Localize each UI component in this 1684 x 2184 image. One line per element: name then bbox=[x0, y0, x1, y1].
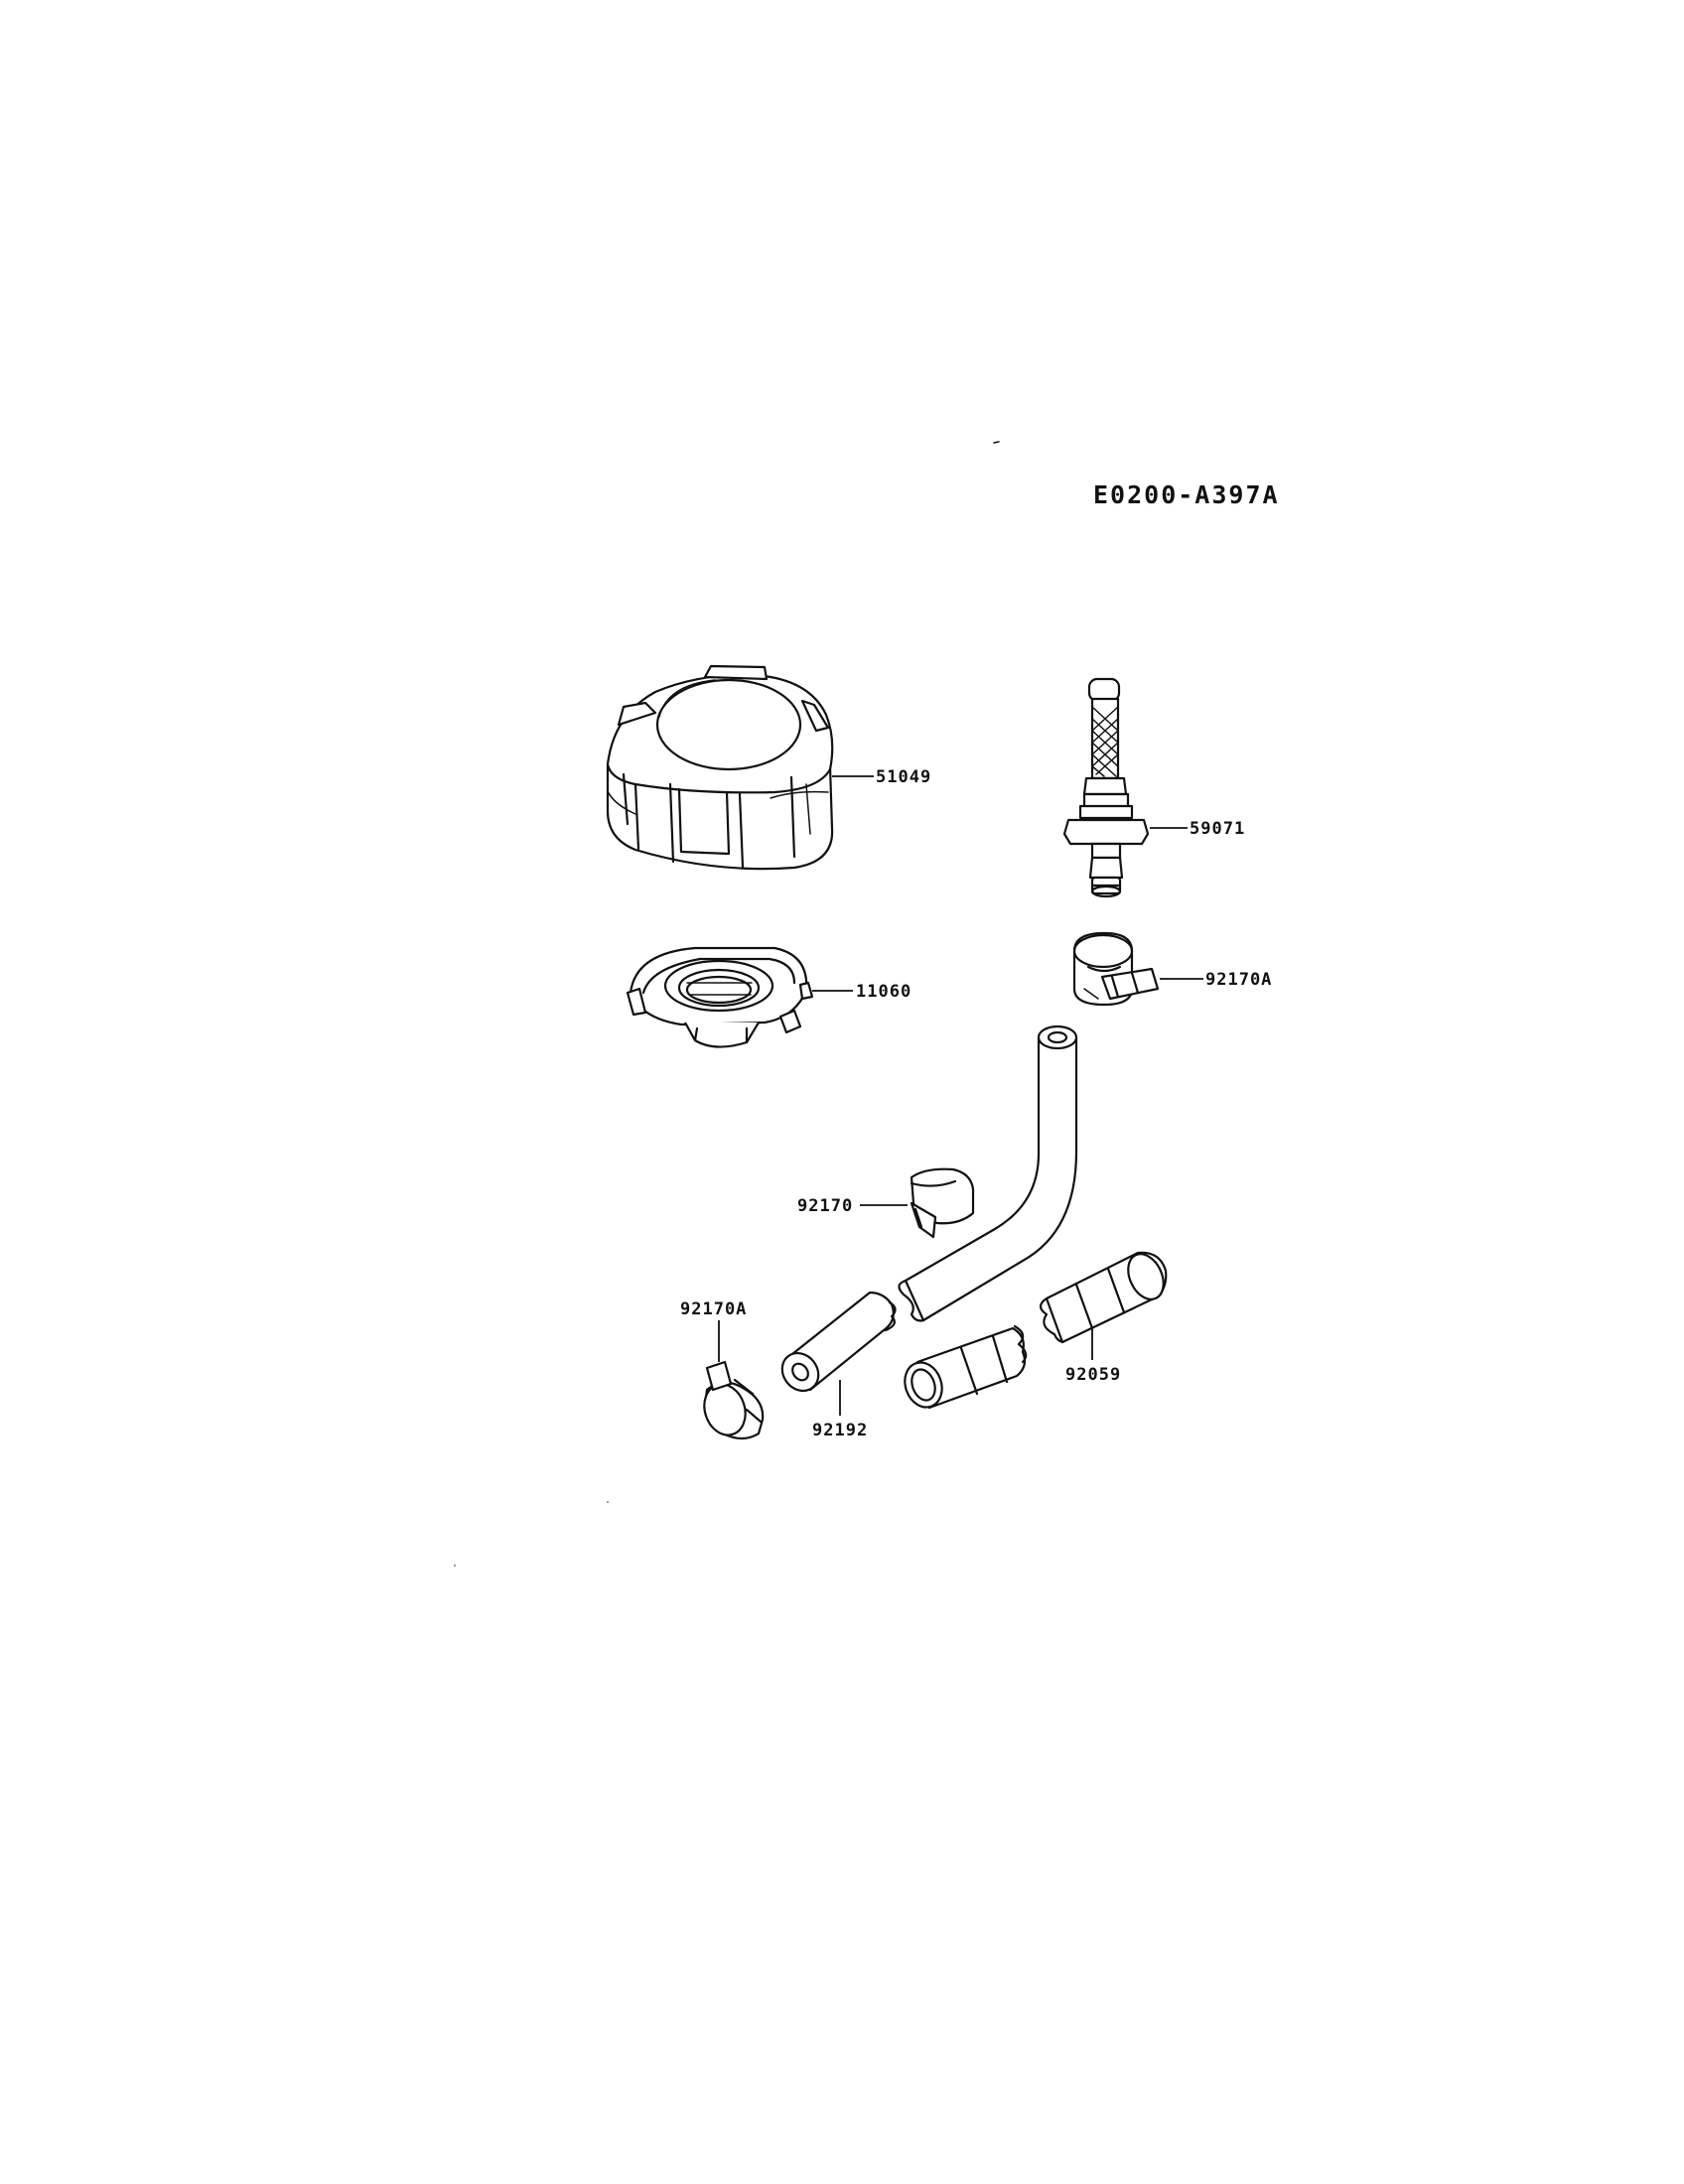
callout-92170: 92170 bbox=[797, 1196, 853, 1216]
fuel-hose-upper-part[interactable] bbox=[898, 1024, 1078, 1322]
tank-neck-gasket-part[interactable] bbox=[626, 946, 814, 1048]
clip-part[interactable] bbox=[910, 1167, 975, 1239]
callout-59071: 59071 bbox=[1190, 819, 1245, 839]
diagram-code: E0200-A397A bbox=[1093, 480, 1280, 509]
callout-51049: 51049 bbox=[876, 767, 931, 787]
sleeve-tube-part[interactable] bbox=[899, 1248, 1170, 1412]
callout-92192: 92192 bbox=[812, 1421, 868, 1440]
hose-clamp-bottom-part[interactable] bbox=[698, 1360, 765, 1440]
scan-speck bbox=[454, 1565, 456, 1567]
hose-clamp-top-part[interactable] bbox=[1072, 931, 1160, 1007]
callout-92170A-top: 92170A bbox=[1205, 970, 1272, 990]
scan-speck bbox=[993, 441, 1000, 444]
callout-11060: 11060 bbox=[856, 982, 912, 1002]
cap-part[interactable] bbox=[606, 664, 834, 871]
callout-92059: 92059 bbox=[1065, 1365, 1121, 1385]
fuel-filter-part[interactable] bbox=[1062, 677, 1150, 898]
scan-speck bbox=[607, 1501, 609, 1503]
callout-92170A-bottom: 92170A bbox=[680, 1299, 747, 1319]
fuel-hose-part[interactable] bbox=[774, 1291, 897, 1398]
